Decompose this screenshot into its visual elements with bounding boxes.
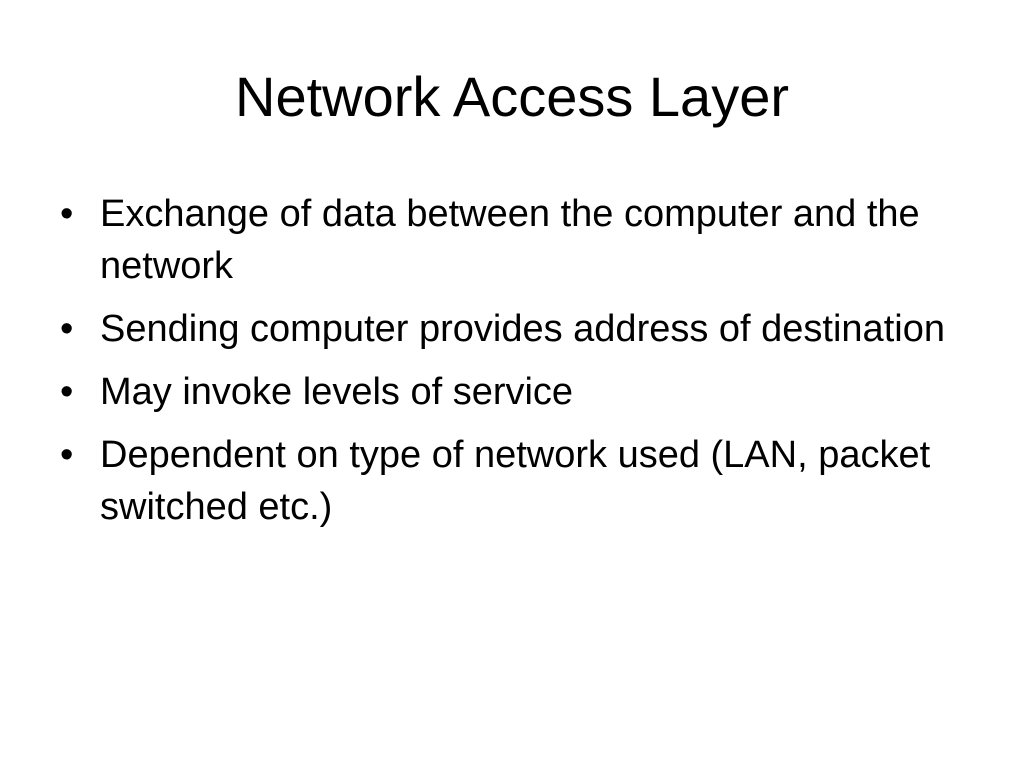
- bullet-item: • Exchange of data between the computer …: [56, 188, 976, 292]
- slide-title: Network Access Layer: [235, 65, 789, 128]
- bullet-item: • May invoke levels of service: [56, 366, 976, 418]
- bullet-dot-icon: •: [60, 308, 74, 350]
- bullet-list: • Exchange of data between the computer …: [56, 188, 976, 544]
- bullet-dot-icon: •: [60, 434, 74, 476]
- bullet-text: Dependent on type of network used (LAN, …: [100, 434, 931, 528]
- bullet-text: Exchange of data between the computer an…: [100, 193, 920, 287]
- bullet-item: • Dependent on type of network used (LAN…: [56, 429, 976, 533]
- bullet-text: Sending computer provides address of des…: [100, 308, 945, 350]
- bullet-dot-icon: •: [60, 371, 74, 413]
- bullet-item: • Sending computer provides address of d…: [56, 303, 976, 355]
- bullet-text: May invoke levels of service: [100, 371, 574, 413]
- bullet-dot-icon: •: [60, 193, 74, 235]
